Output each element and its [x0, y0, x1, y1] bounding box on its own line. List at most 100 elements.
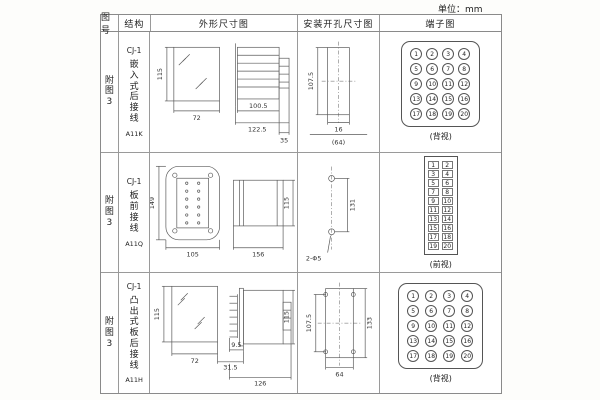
model-label: CJ-1 — [126, 45, 142, 55]
terminal-pin: 19 — [442, 108, 455, 121]
terminal-pin: 14 — [425, 334, 438, 347]
fig-cell: 附图3 — [101, 32, 119, 152]
header-terminal: 端子图 — [425, 19, 456, 30]
terminal-pin: 12 — [441, 205, 453, 214]
mounting-cutout — [314, 282, 368, 370]
terminal-pin: 20 — [458, 108, 471, 121]
terminal-pin: 1 — [407, 289, 420, 302]
model-label: CJ-1 — [126, 177, 142, 187]
header-fig: 图号 — [101, 13, 119, 36]
spec-table: 图号 结构 外形尺寸图 安装开孔尺寸图 端子图 附图3 CJ-1 嵌入式后接线 … — [100, 13, 502, 394]
outline-drawing-a11q: 149 105 156 115 — [150, 165, 296, 258]
terminal-pin: 2 — [425, 289, 438, 302]
header-structure: 结构 — [119, 15, 151, 31]
structure-label: 板前接线 — [129, 191, 139, 234]
terminal-view-label: (前视) — [429, 259, 452, 269]
dim-front-height: 149 — [150, 196, 156, 208]
dim-hole-spacing: 131 — [349, 198, 357, 210]
mounting-cutout — [310, 41, 368, 135]
terminal-pin: 18 — [441, 232, 453, 241]
table-row-a11q: 附图3 CJ-1 板前接线 A11Q — [101, 152, 501, 274]
terminal-pin: 15 — [442, 93, 455, 106]
model-label: CJ-1 — [126, 281, 142, 291]
terminal-pin: 6 — [425, 304, 438, 317]
mounting-dim-labels: 131 2-Φ5 — [306, 198, 356, 261]
terminal-pin: 2 — [426, 48, 439, 61]
structure-label: 嵌入式后接线 — [129, 59, 139, 124]
dim-holes-note: 2-Φ5 — [306, 254, 322, 262]
mounting-holes — [327, 166, 350, 253]
dim-front-width: 72 — [193, 114, 201, 122]
dim-front-height: 115 — [153, 308, 161, 320]
terminal-pin: 13 — [410, 93, 423, 106]
dim-overall-height: 133 — [366, 317, 374, 329]
fig-cell: 附图3 — [101, 273, 119, 394]
outline-dim-labels: 115 72 9.5 31.5 126 115 — [153, 308, 291, 388]
fig-label: 附图3 — [104, 196, 114, 228]
dim-body-length: 126 — [255, 380, 267, 388]
terminal-pin: 11 — [427, 205, 439, 214]
terminal-pin: 9 — [407, 319, 420, 332]
dim-slot-width: 16 — [335, 125, 343, 133]
dim-total-depth: 122.5 — [248, 126, 266, 134]
terminal-pin: 10 — [441, 196, 453, 205]
dim-overall-width: (64) — [332, 138, 345, 146]
structure-cell: CJ-1 板前接线 A11Q — [119, 152, 151, 273]
outline-cell: 115 72 9.5 31.5 126 115 — [150, 273, 299, 394]
structure-cell: CJ-1 嵌入式后接线 A11K — [119, 32, 151, 152]
terminal-pin: 5 — [410, 63, 423, 76]
outline-front-view — [162, 286, 219, 357]
fig-label: 附图3 — [104, 75, 114, 108]
outline-drawing-a11k: 115 72 100.5 122.5 35 — [156, 43, 290, 144]
outline-side-view — [235, 43, 290, 135]
terminal-pin: 14 — [441, 214, 453, 223]
code-label: A11K — [125, 129, 143, 138]
dim-terminal-depth: 35 — [280, 136, 288, 144]
dim-body-length: 156 — [253, 250, 265, 258]
terminal-pin: 20 — [461, 349, 474, 362]
dim-front-width: 72 — [191, 357, 199, 365]
terminal-pin: 17 — [407, 349, 420, 362]
structure-cell: CJ-1 凸出式板后接线 A11H — [119, 273, 151, 394]
terminal-pin: 16 — [461, 334, 474, 347]
terminal-pin: 1 — [427, 160, 439, 169]
structure-label: 凸出式板后接线 — [129, 295, 139, 371]
terminal-pin: 3 — [427, 169, 439, 178]
fig-label: 附图3 — [104, 316, 114, 349]
terminal-view-label: (背视) — [429, 373, 452, 383]
terminal-pin: 12 — [458, 78, 471, 91]
terminal-pin: 15 — [443, 334, 456, 347]
terminal-pin: 11 — [443, 319, 456, 332]
terminal-pin: 19 — [427, 241, 439, 250]
mounting-drawing-a11q: 131 2-Φ5 — [306, 166, 357, 262]
terminal-pin: 19 — [443, 349, 456, 362]
terminal-pin: 4 — [458, 48, 471, 61]
outline-cell: 115 72 100.5 122.5 35 — [150, 32, 299, 152]
mounting-cell: 107.5 16 (64) — [298, 32, 381, 152]
terminal-pin: 20 — [441, 241, 453, 250]
outline-dim-labels: 149 105 156 115 — [150, 196, 291, 258]
outline-side-view — [233, 179, 296, 250]
code-label: A11Q — [125, 239, 144, 248]
terminal-pin: 4 — [441, 169, 453, 178]
terminal-pin: 9 — [410, 78, 423, 91]
dim-pin-length: 9.5 — [232, 341, 242, 349]
terminal-pin: 1 — [410, 48, 423, 61]
terminal-pin: 8 — [461, 304, 474, 317]
outline-front-view — [156, 165, 221, 250]
terminal-pin: 2 — [441, 160, 453, 169]
dim-flange-depth: 31.5 — [224, 364, 238, 372]
terminal-pin: 8 — [458, 63, 471, 76]
terminal-pin: 6 — [426, 63, 439, 76]
outline-drawing-a11h: 115 72 9.5 31.5 126 115 — [153, 286, 296, 388]
terminal-pin: 10 — [425, 319, 438, 332]
terminal-pin: 3 — [443, 289, 456, 302]
terminal-pin: 7 — [427, 187, 439, 196]
terminal-pin: 17 — [410, 108, 423, 121]
terminal-pin: 3 — [442, 48, 455, 61]
